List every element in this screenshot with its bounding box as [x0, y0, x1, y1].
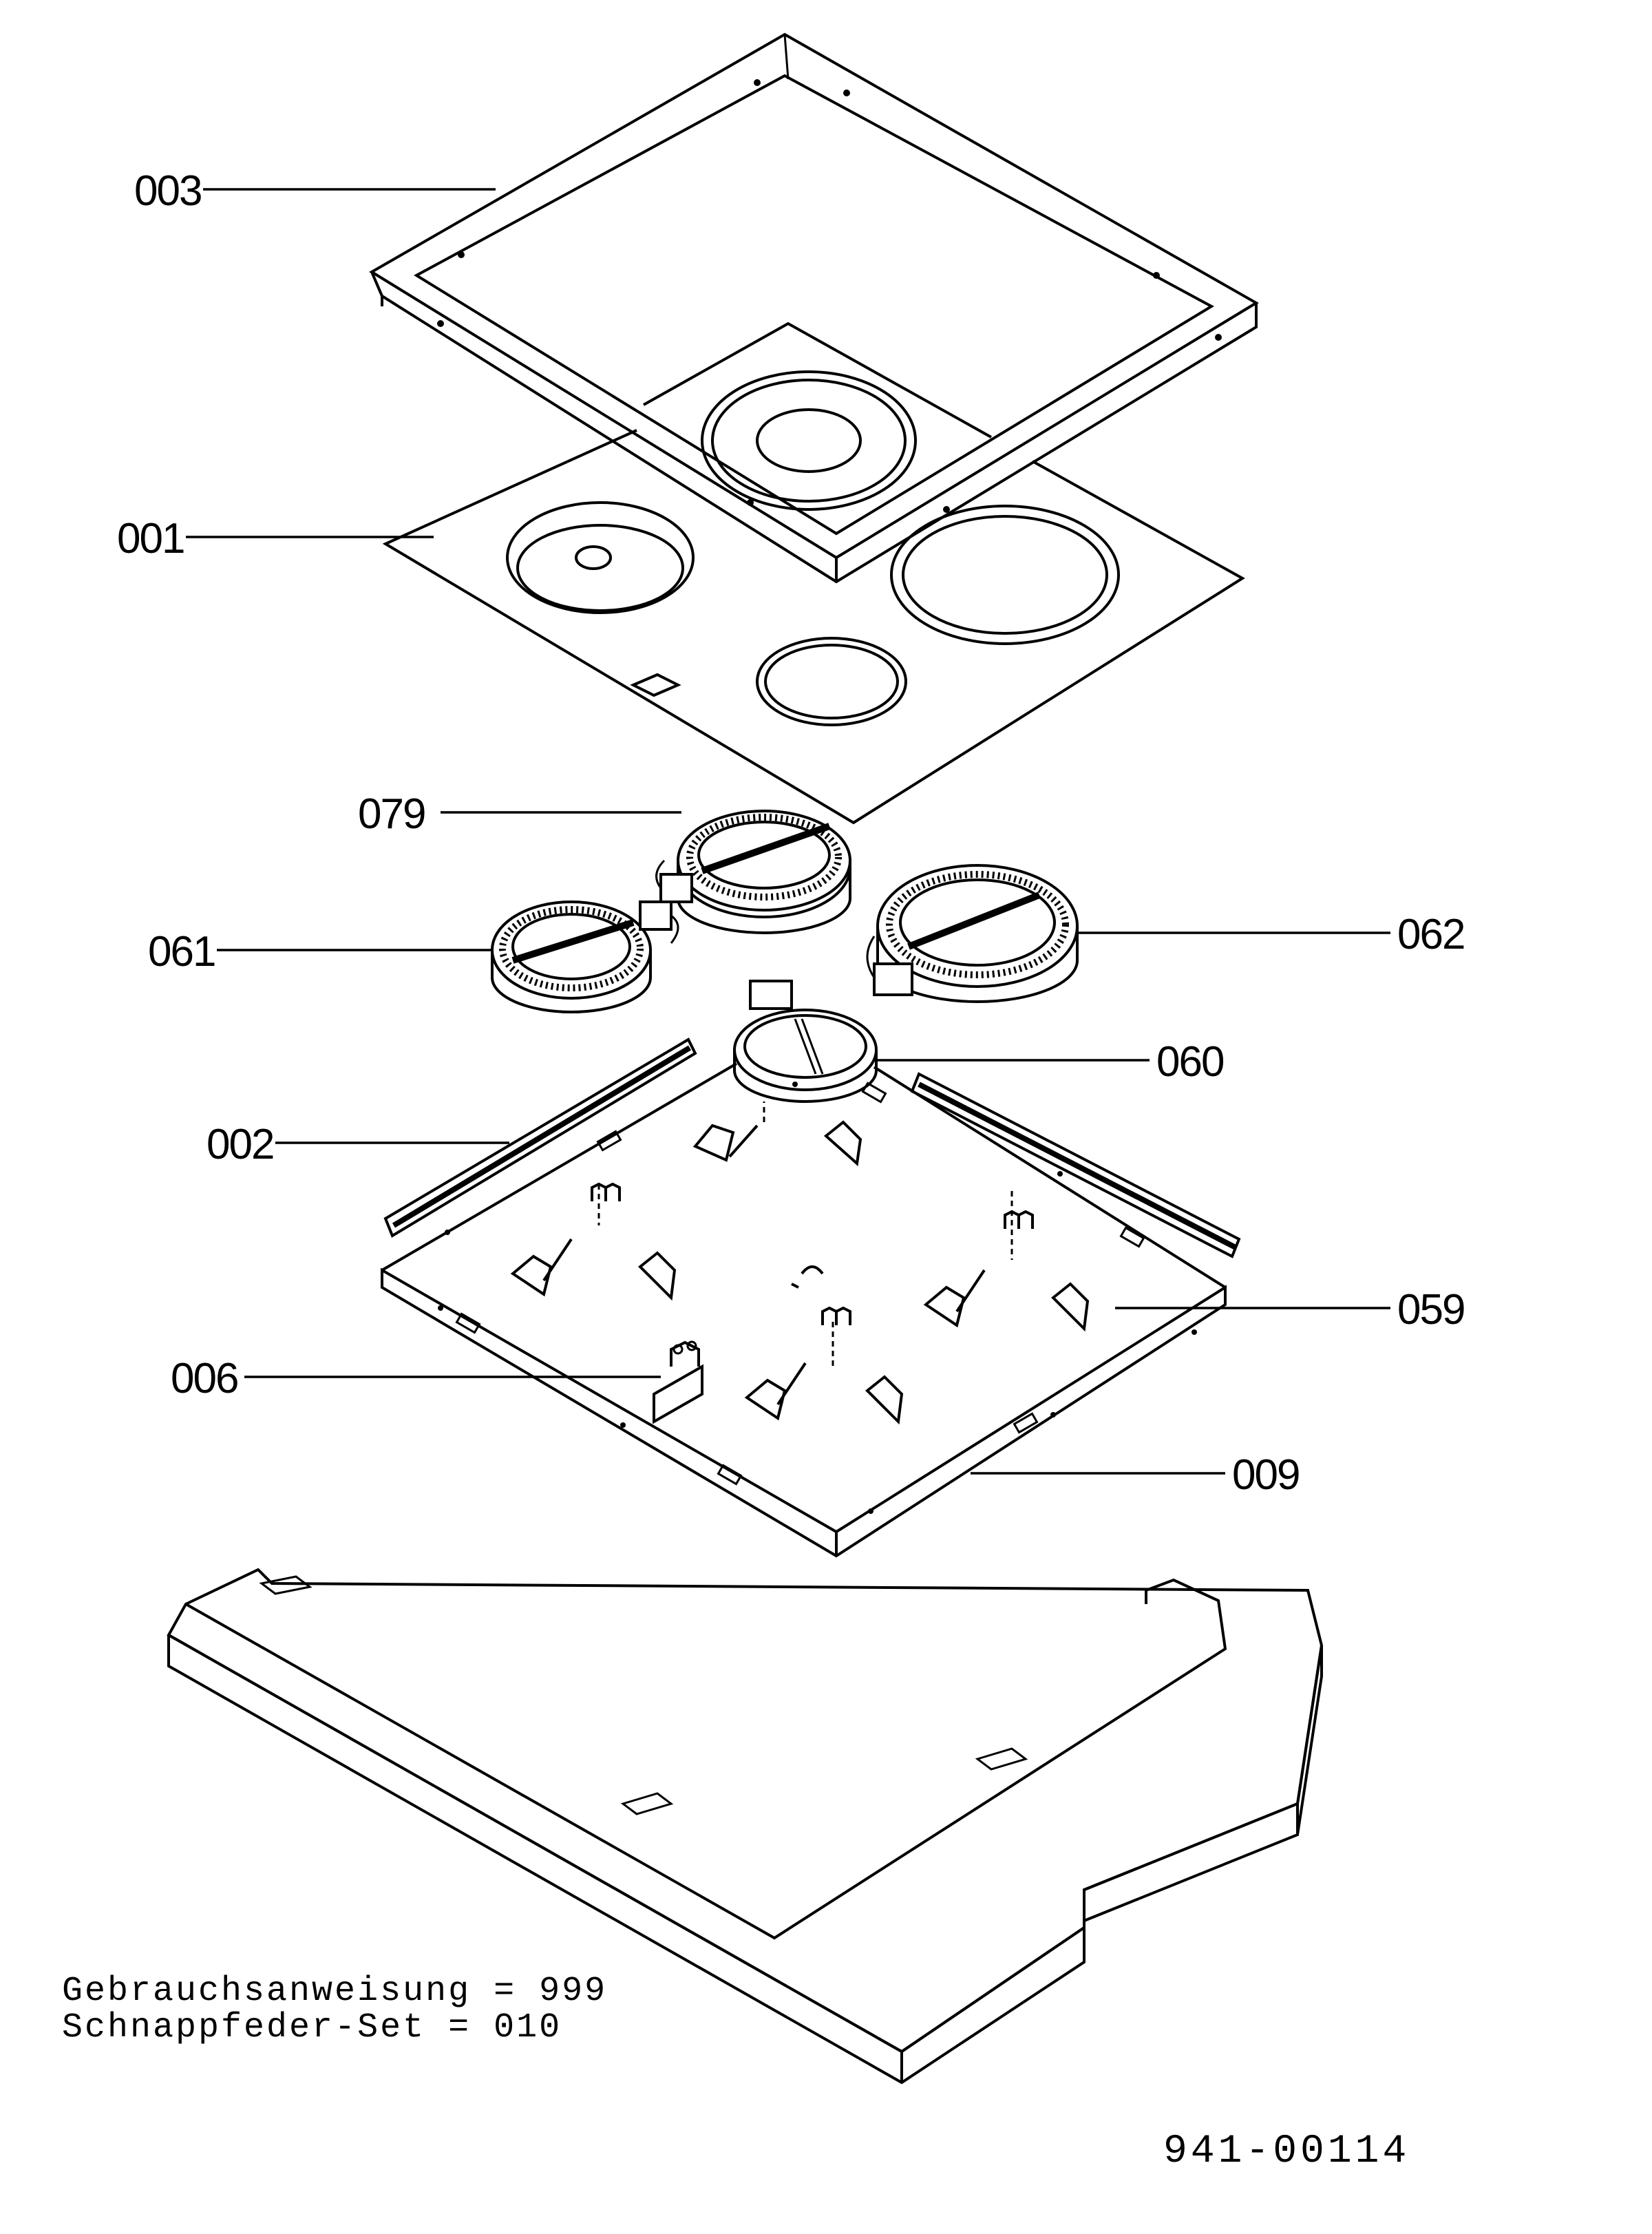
- callout-060: 060: [1156, 1038, 1224, 1086]
- note-spring-set: Schnappfeder-Set = 010: [62, 2008, 562, 2047]
- bracket-group-top: [692, 1102, 862, 1166]
- callout-079: 079: [358, 790, 425, 838]
- callout-002: 002: [206, 1121, 273, 1168]
- part-003-frame: [369, 32, 1259, 584]
- callout-003: 003: [134, 167, 201, 215]
- callout-009: 009: [1232, 1451, 1299, 1499]
- callout-006: 006: [171, 1355, 237, 1402]
- callout-062: 062: [1397, 911, 1464, 958]
- part-061-heating-element: [491, 900, 679, 1013]
- leader-lines: [186, 188, 1390, 1475]
- callout-059: 059: [1397, 1286, 1464, 1334]
- part-079-heating-element: [655, 810, 851, 934]
- bottom-frame: [167, 1568, 1324, 2085]
- part-009-tray: [381, 1062, 1227, 1558]
- drawing-number: 941-00114: [1163, 2129, 1410, 2174]
- bracket-group-right: [923, 1191, 1090, 1332]
- part-062-heating-element: [866, 864, 1079, 1003]
- part-001-cooktop: [382, 322, 1245, 825]
- bracket-group-bottom: [744, 1265, 904, 1425]
- part-059-support-brackets: [510, 1102, 1090, 1425]
- note-instructions: Gebrauchsanweisung = 999: [62, 1972, 607, 2011]
- callout-001: 001: [117, 515, 184, 562]
- callout-labels: 003 001 079 061 062 060 002 059 006 009: [117, 167, 1465, 1499]
- bracket-group-left: [510, 1182, 677, 1301]
- part-060-heating-element: [733, 980, 878, 1103]
- part-002-strips: [383, 1037, 1241, 1258]
- part-006-connector: [653, 1340, 703, 1424]
- callout-061: 061: [148, 928, 215, 976]
